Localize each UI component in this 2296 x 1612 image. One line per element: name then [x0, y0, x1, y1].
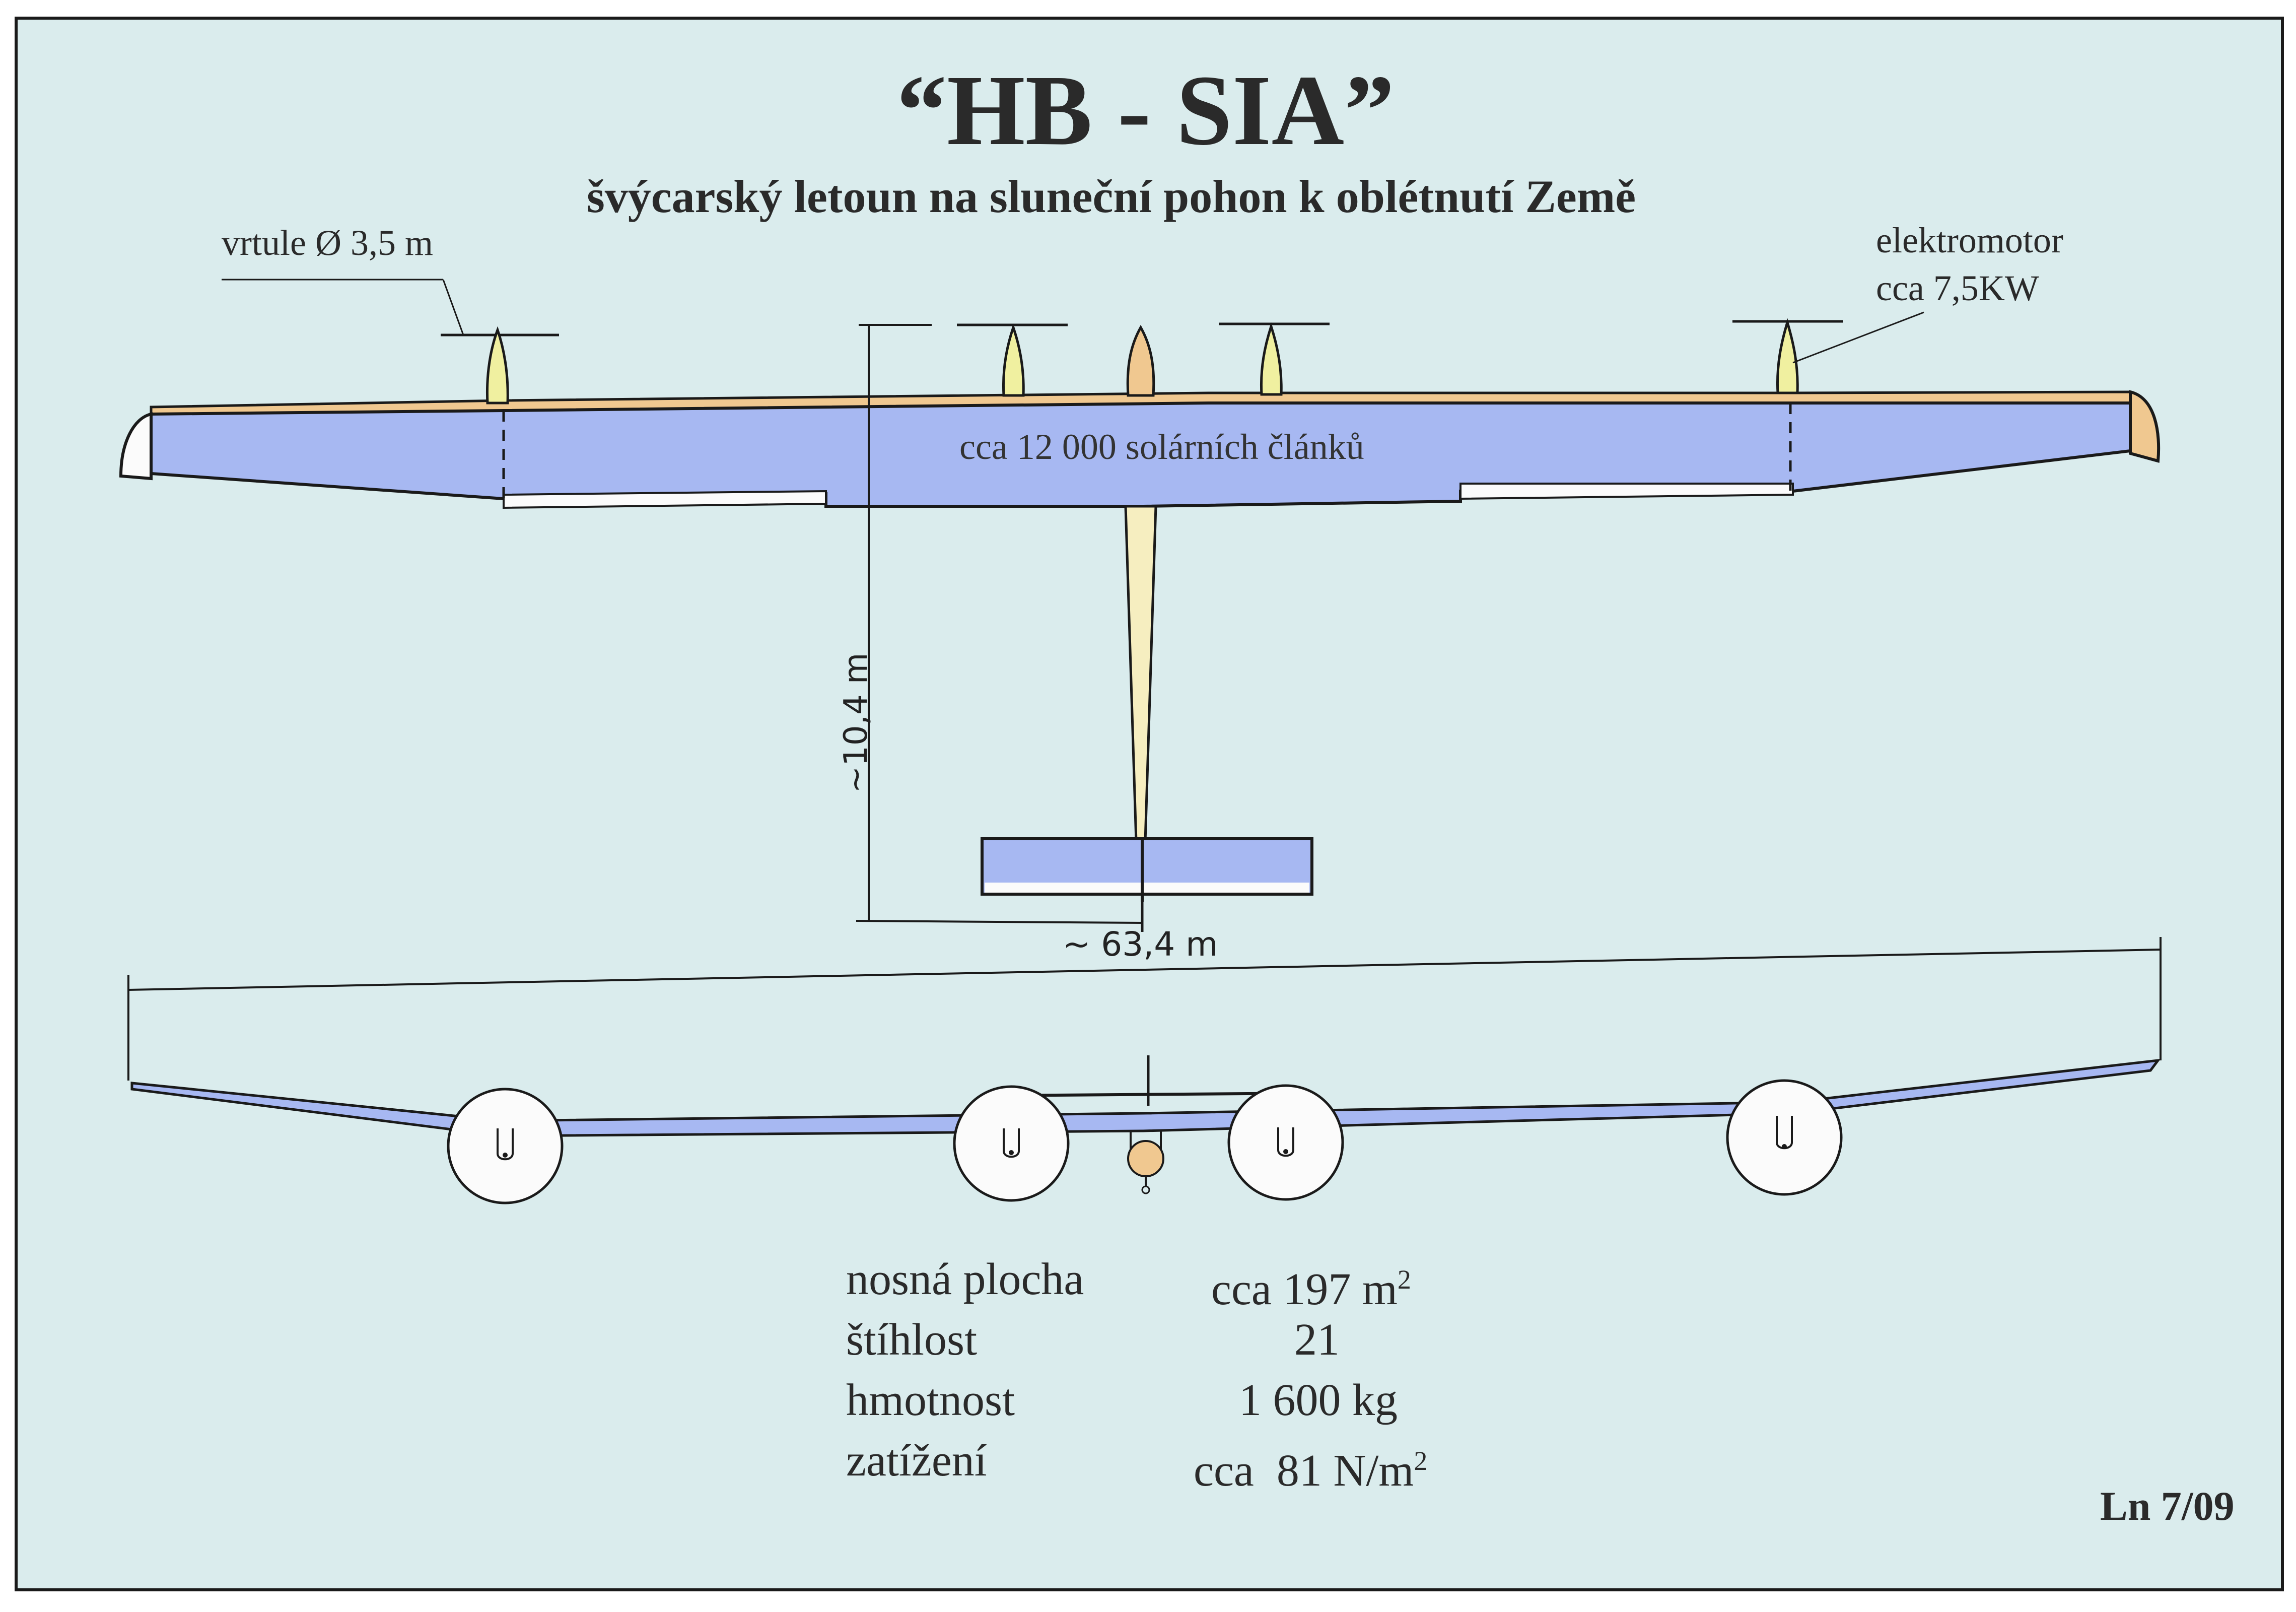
left-wingtip [119, 412, 153, 481]
prop-disc-inner-right [1227, 1084, 1344, 1201]
prop-disc-outer-right [1726, 1079, 1843, 1196]
front-wing [130, 1058, 2161, 1137]
right-wingtip [2129, 390, 2161, 463]
top-view [119, 279, 2161, 932]
spec-value-mass: 1 600 kg [1239, 1375, 1398, 1425]
prop-disc-outer-left [447, 1088, 564, 1204]
spec-label-mass: hmotnost [846, 1375, 1015, 1425]
author-signature: Ln 7/09 [2100, 1483, 2235, 1529]
propeller-leader-slant [442, 279, 464, 335]
length-dimension-label: ~10,4 m [838, 652, 875, 793]
propeller-inner-right [1219, 322, 1330, 396]
fuselage-nose [1126, 324, 1155, 397]
spec-value-wing-loading-text: cca 81 N/m [1194, 1446, 1414, 1496]
prop-disc-inner-left [953, 1085, 1070, 1202]
elevator-strip [985, 883, 1309, 893]
right-aileron [1459, 483, 1794, 500]
propeller-outer-right [1732, 318, 1843, 394]
page-title: “HB - SIA” [896, 55, 1395, 166]
propeller-inner-left [957, 323, 1068, 397]
spec-label-wing-loading: zatížení [846, 1436, 987, 1486]
spec-value-area-text: cca 197 m [1211, 1264, 1398, 1314]
front-fuselage [1127, 1131, 1164, 1194]
span-dimension-label: ~ 63,4 m [1063, 925, 1218, 964]
motor-leader [1792, 311, 1924, 364]
motor-callout-line1: elektromotor [1876, 220, 2063, 260]
front-view [130, 1055, 2161, 1204]
left-aileron [503, 490, 827, 509]
spec-value-wing-loading-sup: 2 [1414, 1446, 1428, 1476]
length-dim-bottom-ext [856, 920, 1144, 924]
spec-value-aspect-ratio: 21 [1294, 1315, 1340, 1365]
page-subtitle: švýcarský letoun na sluneční pohon k obl… [587, 171, 1636, 222]
propeller-callout: vrtule Ø 3,5 m [222, 223, 433, 263]
spec-label-aspect-ratio: štíhlost [846, 1315, 978, 1365]
spec-value-wing-loading: cca 81 N/m2 [1194, 1436, 1427, 1496]
spec-value-area: cca 197 m2 [1211, 1254, 1411, 1315]
propeller-outer-left [441, 326, 559, 405]
span-dimension [127, 937, 2162, 1081]
solar-cells-label: cca 12 000 solárních článků [959, 427, 1364, 467]
spec-value-area-sup: 2 [1397, 1264, 1411, 1295]
motor-callout-line2: cca 7,5KW [1876, 268, 2039, 308]
spec-label-area: nosná plocha [846, 1254, 1084, 1304]
